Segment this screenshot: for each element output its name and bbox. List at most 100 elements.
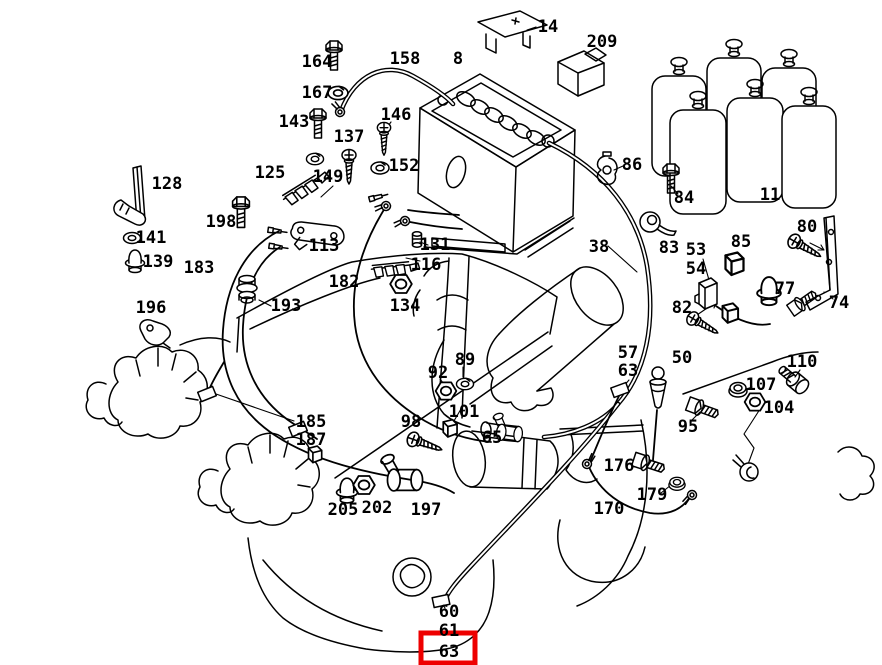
bulletT-part-icon xyxy=(367,191,390,203)
part-label-125[interactable]: 125 xyxy=(255,163,286,183)
battery-cover-drawing xyxy=(477,10,548,54)
part-label-101[interactable]: 101 xyxy=(449,402,480,422)
highlight-layer xyxy=(418,630,478,665)
part-label-82[interactable]: 82 xyxy=(672,298,692,318)
part-label-146[interactable]: 146 xyxy=(381,105,412,125)
ringT-part-icon xyxy=(679,487,700,507)
nutFl-part-icon xyxy=(728,381,748,398)
part-label-197[interactable]: 197 xyxy=(411,500,442,520)
battery-drawing xyxy=(417,73,576,258)
part-label-198[interactable]: 198 xyxy=(206,212,237,232)
part-label-38[interactable]: 38 xyxy=(589,237,609,257)
part-label-141[interactable]: 141 xyxy=(136,228,167,248)
washerS-part-icon xyxy=(370,161,390,175)
part-label-80[interactable]: 80 xyxy=(797,217,817,237)
part-label-86[interactable]: 86 xyxy=(622,155,642,175)
part-label-63-selected[interactable]: 63 xyxy=(439,642,459,662)
part-label-139[interactable]: 139 xyxy=(143,252,174,272)
part-label-107[interactable]: 107 xyxy=(746,375,777,395)
part-label-77[interactable]: 77 xyxy=(775,279,795,299)
cone50-part-icon xyxy=(649,366,667,409)
part-label-50[interactable]: 50 xyxy=(672,348,692,368)
part-label-60[interactable]: 60 xyxy=(439,602,459,622)
part-label-61[interactable]: 61 xyxy=(439,621,459,641)
part-label-98[interactable]: 98 xyxy=(401,412,421,432)
part-label-53[interactable]: 53 xyxy=(686,240,706,260)
part-label-92[interactable]: 92 xyxy=(428,363,448,383)
ringT-part-icon xyxy=(392,214,412,229)
tag-part-icon xyxy=(196,385,218,403)
nut-part-icon xyxy=(743,392,767,412)
screwV-part-icon xyxy=(341,148,357,185)
part-label-209[interactable]: 209 xyxy=(587,32,618,52)
part-label-202[interactable]: 202 xyxy=(362,498,393,518)
nut-part-icon xyxy=(352,475,376,495)
part-label-85[interactable]: 85 xyxy=(731,232,751,252)
part-label-176[interactable]: 176 xyxy=(604,456,635,476)
ringT-part-icon xyxy=(579,451,599,472)
part-label-89[interactable]: 89 xyxy=(455,350,475,370)
part-label-167[interactable]: 167 xyxy=(302,83,333,103)
part-label-205[interactable]: 205 xyxy=(328,500,359,520)
part-label-128[interactable]: 128 xyxy=(152,174,183,194)
battery-cell-pack-drawing xyxy=(651,38,837,215)
washerS-part-icon xyxy=(455,377,475,391)
bracket196-part-icon xyxy=(139,318,172,349)
part-label-187[interactable]: 187 xyxy=(296,430,327,450)
part-label-57[interactable]: 57 xyxy=(618,343,638,363)
part-label-193[interactable]: 193 xyxy=(271,296,302,316)
screwV-part-icon xyxy=(404,429,446,458)
part-label-116[interactable]: 116 xyxy=(411,255,442,275)
elbow-part-icon xyxy=(378,451,424,492)
screwV-part-icon xyxy=(376,121,392,156)
part-label-134[interactable]: 134 xyxy=(390,296,421,316)
part-label-164[interactable]: 164 xyxy=(302,52,333,72)
part-label-183[interactable]: 183 xyxy=(184,258,215,278)
part-label-104[interactable]: 104 xyxy=(764,398,795,418)
part-label-110[interactable]: 110 xyxy=(787,352,818,372)
washerS-part-icon xyxy=(305,152,325,166)
hexboltV-part-icon xyxy=(309,108,327,139)
part-label-54[interactable]: 54 xyxy=(686,259,706,279)
part-labels: 164 167 158 8 14 209 143 146 137 152 125 149 128 198 1… xyxy=(136,17,850,662)
switchBox-part-icon xyxy=(694,277,718,310)
nut-part-icon xyxy=(389,274,413,294)
clampC-part-icon xyxy=(732,454,759,482)
part-label-179[interactable]: 179 xyxy=(637,485,668,505)
part-label-196[interactable]: 196 xyxy=(136,298,167,318)
cube-part-icon xyxy=(721,302,740,324)
part-label-182[interactable]: 182 xyxy=(329,272,360,292)
relay-drawing xyxy=(557,47,607,97)
part-label-83[interactable]: 83 xyxy=(659,238,679,258)
bracket128-part-icon xyxy=(113,165,147,226)
grommet-part-icon xyxy=(124,249,146,274)
part-label-113[interactable]: 113 xyxy=(309,236,340,256)
part-label-137[interactable]: 137 xyxy=(334,127,365,147)
cube-part-icon xyxy=(724,251,745,277)
part-label-95[interactable]: 95 xyxy=(678,417,698,437)
part-label-74[interactable]: 74 xyxy=(829,293,849,313)
part-label-152[interactable]: 152 xyxy=(389,156,420,176)
selected-part-highlight-box xyxy=(418,630,478,665)
hexboltA-part-icon xyxy=(630,450,668,478)
part-label-131[interactable]: 131 xyxy=(420,235,451,255)
part-label-63[interactable]: 63 xyxy=(618,361,638,381)
cube-part-icon xyxy=(442,418,458,438)
part-label-14[interactable]: 14 xyxy=(538,17,558,37)
part-label-65[interactable]: 65 xyxy=(482,428,502,448)
part-label-8[interactable]: 8 xyxy=(453,49,463,69)
part-label-143[interactable]: 143 xyxy=(279,112,310,132)
engine-drawing xyxy=(179,252,875,653)
nut-part-icon xyxy=(434,381,458,401)
part-label-170[interactable]: 170 xyxy=(594,499,625,519)
pClamp-part-icon xyxy=(639,211,677,236)
nutFl-part-icon xyxy=(668,476,686,491)
part-label-185[interactable]: 185 xyxy=(296,412,327,432)
wiring-drawing xyxy=(208,67,825,603)
part-label-84[interactable]: 84 xyxy=(674,188,694,208)
part-label-149[interactable]: 149 xyxy=(313,167,344,187)
grommetStack-part-icon xyxy=(236,274,258,304)
part-label-11[interactable]: 11 xyxy=(760,185,780,205)
part-label-158[interactable]: 158 xyxy=(390,49,421,69)
